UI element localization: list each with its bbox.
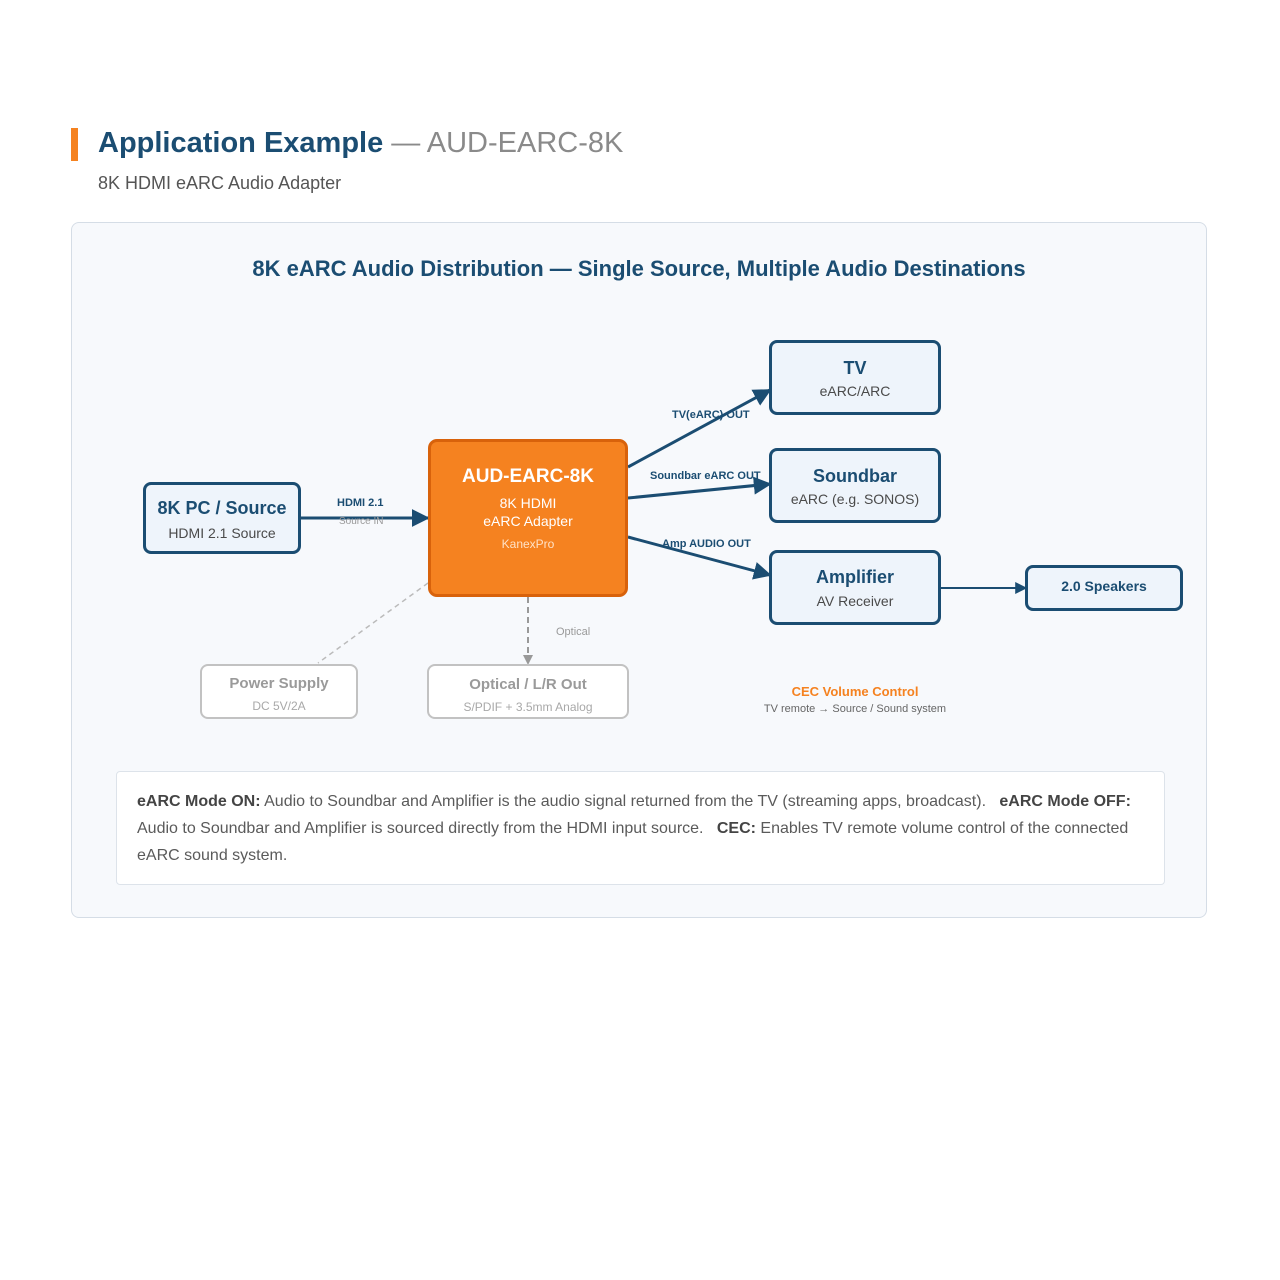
cec-text: Enables TV remote volume control of the … bbox=[137, 820, 1129, 864]
title-model: AUD-EARC-8K bbox=[426, 127, 624, 159]
connection-lines bbox=[301, 388, 1028, 665]
hdmi-label: HDMI 2.1 bbox=[337, 497, 384, 509]
tv-out-label: TV(eARC) OUT bbox=[672, 409, 750, 421]
cec-sub: TV remote → Source / Sound system bbox=[763, 703, 947, 715]
amplifier-box: Amplifier AV Receiver bbox=[769, 550, 941, 625]
page-title: Application Example — AUD-EARC-8K bbox=[98, 126, 623, 160]
source-sub: HDMI 2.1 Source bbox=[168, 525, 276, 541]
amp-out-label: Amp AUDIO OUT bbox=[662, 538, 751, 550]
source-in-label: Source IN bbox=[339, 516, 384, 527]
source-title: 8K PC / Source bbox=[157, 498, 287, 518]
tv-sub: eARC/ARC bbox=[819, 383, 891, 399]
power-sub: DC 5V/2A bbox=[252, 699, 306, 713]
soundbar-title: Soundbar bbox=[813, 466, 897, 486]
optical-box: Optical / L/R Out S/PDIF + 3.5mm Analog bbox=[427, 664, 629, 719]
power-line bbox=[317, 582, 429, 664]
power-box: Power Supply DC 5V/2A bbox=[200, 664, 358, 719]
cec-label: CEC: bbox=[716, 820, 756, 837]
adapter-brand: KanexPro bbox=[501, 537, 555, 551]
adapter-line1: 8K HDMI bbox=[499, 495, 557, 511]
soundbar-sub: eARC (e.g. SONOS) bbox=[790, 491, 920, 507]
tv-box: TV eARC/ARC bbox=[769, 340, 941, 415]
source-box: 8K PC / Source HDMI 2.1 Source bbox=[143, 482, 301, 554]
tv-output-line bbox=[627, 388, 772, 469]
diagram-title: 8K eARC Audio Distribution — Single Sour… bbox=[252, 256, 1026, 281]
page-subtitle: 8K HDMI eARC Audio Adapter bbox=[98, 173, 342, 193]
earc-on-label: eARC Mode ON: bbox=[137, 793, 261, 810]
diagram-panel: 8K eARC Audio Distribution — Single Sour… bbox=[71, 222, 1207, 918]
mode-notes: eARC Mode ON: Audio to Soundbar and Ampl… bbox=[116, 771, 1165, 885]
title-dash: — bbox=[391, 127, 421, 159]
cec-title: CEC Volume Control bbox=[791, 684, 919, 699]
tv-title: TV bbox=[843, 358, 867, 378]
soundbar-box: Soundbar eARC (e.g. SONOS) bbox=[769, 448, 941, 523]
adapter-line2: eARC Adapter bbox=[483, 513, 573, 529]
optical-title: Optical / L/R Out bbox=[469, 676, 587, 693]
amp-output-line bbox=[627, 535, 772, 580]
earc-on-text: Audio to Soundbar and Amplifier is the a… bbox=[264, 793, 987, 810]
amplifier-sub: AV Receiver bbox=[816, 593, 894, 609]
accent-bar bbox=[71, 128, 78, 161]
optical-label: Optical bbox=[556, 626, 591, 638]
optical-sub: S/PDIF + 3.5mm Analog bbox=[463, 700, 593, 714]
adapter-box: AUD-EARC-8K 8K HDMI eARC Adapter KanexPr… bbox=[428, 439, 628, 597]
amplifier-title: Amplifier bbox=[815, 567, 894, 587]
title-main: Application Example bbox=[98, 127, 384, 159]
adapter-title: AUD-EARC-8K bbox=[462, 466, 594, 487]
earc-off-label: eARC Mode OFF: bbox=[999, 793, 1131, 810]
speakers-box: 2.0 Speakers bbox=[1025, 565, 1183, 611]
earc-off-text: Audio to Soundbar and Amplifier is sourc… bbox=[137, 820, 704, 837]
soundbar-out-label: Soundbar eARC OUT bbox=[650, 470, 761, 482]
speakers-title: 2.0 Speakers bbox=[1061, 578, 1147, 594]
power-title: Power Supply bbox=[229, 675, 329, 692]
soundbar-output-line bbox=[627, 476, 772, 500]
